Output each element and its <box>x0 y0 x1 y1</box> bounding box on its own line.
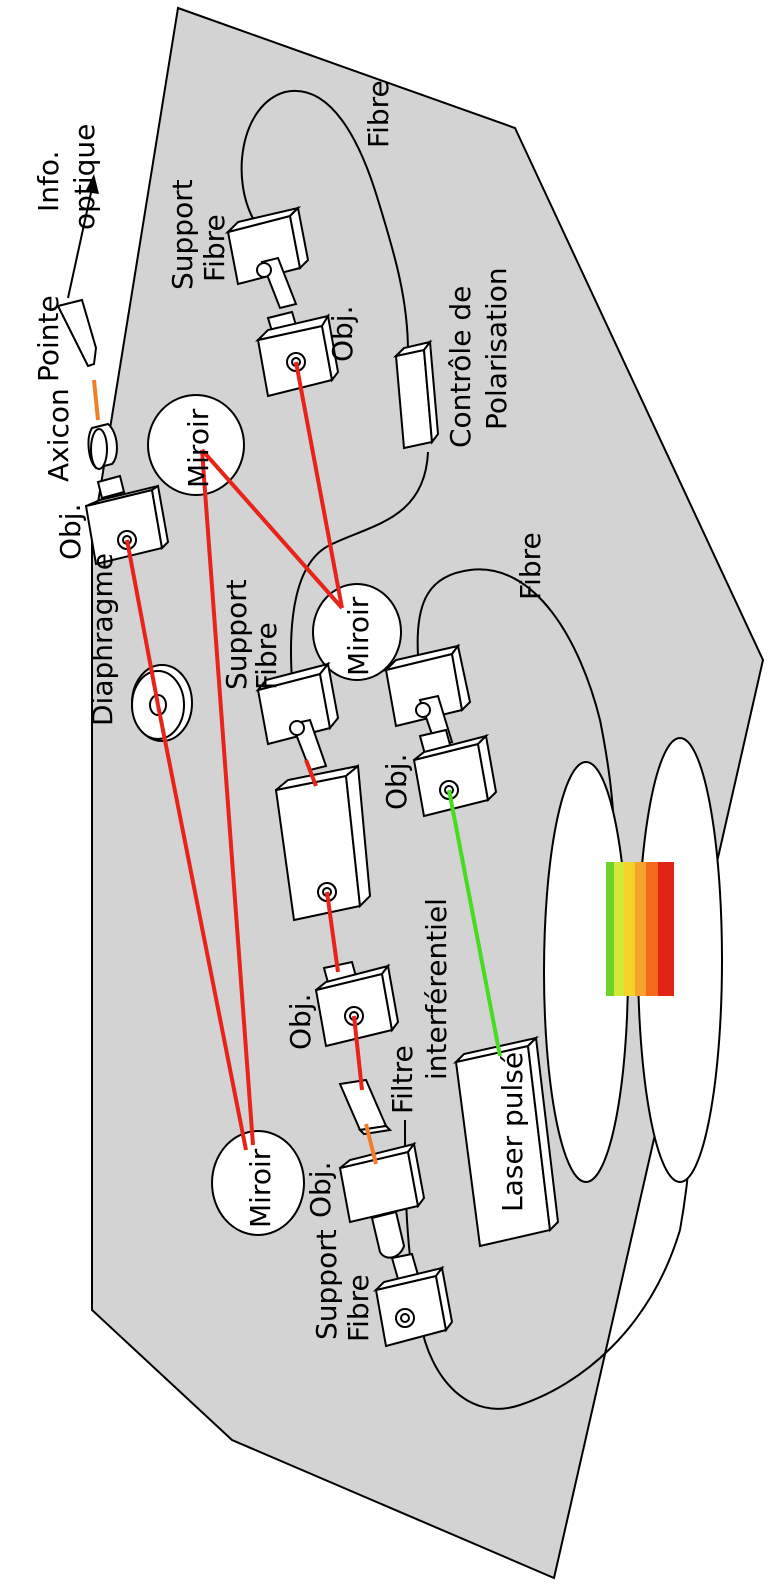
label-support-bottom-2: Fibre <box>342 1274 375 1342</box>
label-fibre-mid: Fibre <box>514 532 547 600</box>
label-axicon: Axicon <box>42 388 75 482</box>
label-optique: optique <box>68 124 101 230</box>
fiber-support-middle <box>255 661 340 772</box>
label-support-top-2: Fibre <box>198 214 231 282</box>
pulsed-laser <box>452 1035 560 1248</box>
info-arrow-line <box>67 187 93 299</box>
label-obj-left: Obj. <box>54 504 87 561</box>
info-arrowhead <box>85 174 99 194</box>
label-controle: Contrôle de <box>444 286 477 448</box>
beam-diaphragm-to-mirror <box>156 704 248 1151</box>
beam-obj-to-filter <box>352 1015 364 1091</box>
beam-mirror-mid-to-obj <box>294 361 344 609</box>
label-pointe: Pointe <box>32 295 65 382</box>
beam-mirror-bottom-to-mirror-top <box>200 449 255 1146</box>
interference-filter <box>338 1078 393 1136</box>
probe-tip <box>56 298 98 368</box>
label-diaphragme: Diaphragme <box>86 553 119 726</box>
label-support-bottom: Support <box>310 1229 343 1340</box>
label-support-top: Support <box>166 179 199 290</box>
objective-lower <box>314 960 400 1048</box>
beam-mirror-top-to-mirror-mid <box>200 448 344 610</box>
beam-green-laser <box>447 789 502 1057</box>
objective-laser <box>412 728 498 818</box>
fiber-mid-loop <box>416 568 616 873</box>
label-info: Info. <box>32 151 65 212</box>
label-support-mid-2: Fibre <box>250 622 283 690</box>
objective-bottom <box>338 1141 426 1259</box>
polarization-controller <box>392 339 440 450</box>
label-obj-mid: Obj. <box>380 754 413 811</box>
mirror-bottom <box>211 1130 305 1236</box>
label-filtre: Filtre <box>386 1045 419 1114</box>
label-laser: Laser pulsé <box>496 1052 529 1212</box>
beam-support-to-box <box>304 759 318 787</box>
label-interferentiel: interférentiel <box>420 898 453 1080</box>
objective-top-left <box>84 474 170 566</box>
spool-ring-6 <box>606 862 614 996</box>
label-obj-lower: Obj. <box>284 994 317 1051</box>
modulator-box <box>274 764 372 922</box>
beam-obj-to-diaphragm <box>125 539 160 706</box>
spool-ring-3 <box>633 862 646 996</box>
spool-ring-4 <box>622 862 635 996</box>
beam-axicon-to-tip <box>92 379 100 421</box>
label-fibre-top: Fibre <box>362 80 395 148</box>
label-obj-bottom: Obj. <box>304 1162 337 1219</box>
fiber-spool <box>606 862 674 996</box>
label-miroir-top: Miroir <box>182 408 215 488</box>
mirror-middle <box>312 583 402 681</box>
label-support-mid: Support <box>220 579 253 690</box>
label-miroir-bottom: Miroir <box>244 1148 277 1228</box>
spool-ring-2 <box>645 862 658 996</box>
spool-ring-5 <box>612 862 624 996</box>
fiber-top <box>240 89 409 353</box>
fiber-support-top <box>224 205 310 310</box>
axicon-face <box>90 428 108 470</box>
fiber-support-bottom <box>372 1252 454 1348</box>
label-obj-top-right: Obj. <box>326 306 359 363</box>
beam-filter-to-obj <box>364 1123 378 1165</box>
label-miroir-mid: Miroir <box>342 596 375 676</box>
label-polarisation: Polarisation <box>480 267 513 430</box>
spool-ring-1 <box>656 862 674 996</box>
beam-box-to-obj <box>325 891 340 973</box>
